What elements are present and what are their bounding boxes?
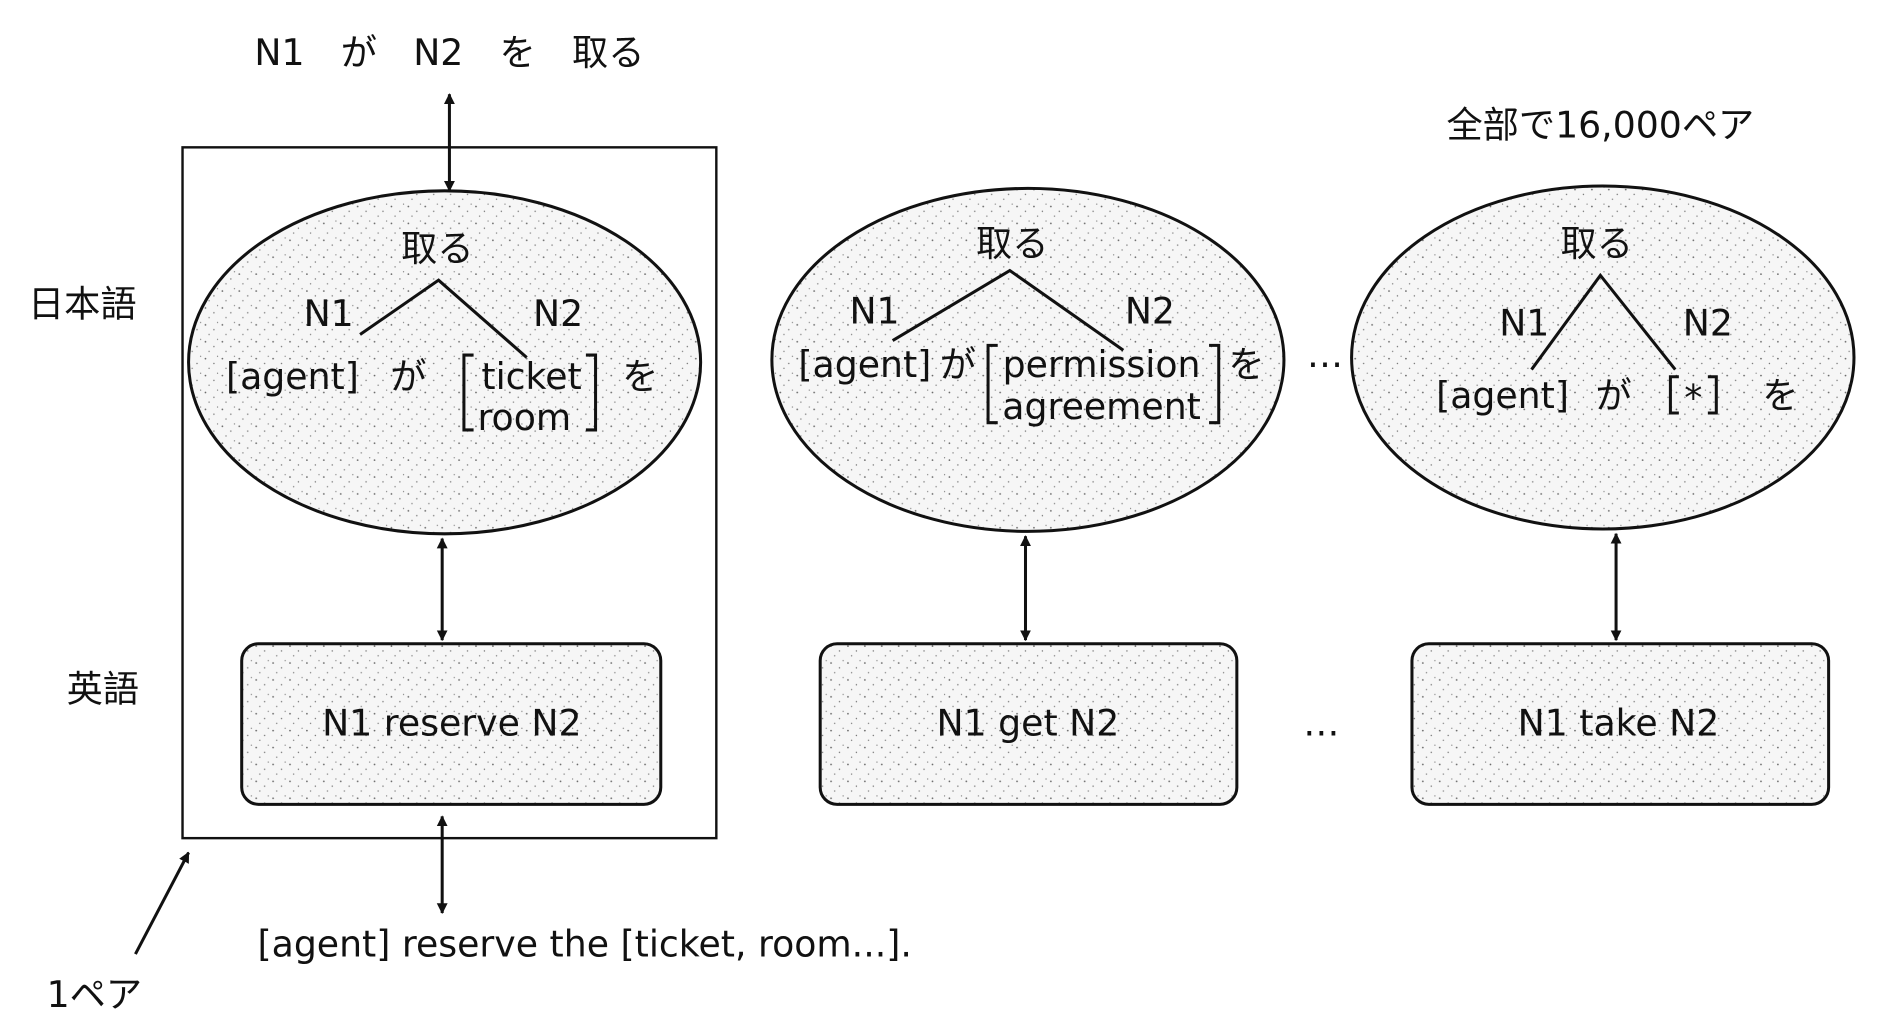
agent-slot: [agent] [226,355,359,398]
particle-o: を [1762,374,1798,417]
pair-1: 取る N1 N2 [agent] が ticket room を N1 rese… [187,189,703,806]
particle-ga: が [1596,374,1632,417]
n2-filler-2: agreement [1002,385,1201,428]
filler-bracket-right [1209,343,1221,425]
pair-3: 取る N1 N2 [agent] が * を N1 take N2 [1350,184,1856,806]
row-label-japanese: 日本語 [28,282,137,325]
filler-bracket-left [462,353,474,432]
n2-filler-1: permission [1003,343,1201,386]
particle-o: を [1228,343,1264,386]
english-pattern-box [818,642,1239,806]
one-pair-pointer-arrow [134,851,190,955]
tree-branches [891,268,1125,352]
n2-filler-1: * [1684,377,1702,420]
filler-bracket-left [1668,375,1679,415]
filler-bracket-right [1707,375,1718,415]
filler-bracket-right [585,353,598,432]
example-sentence: [agent] reserve the [ticket, room...]. [257,922,911,965]
ellipsis-lower: … [1303,701,1339,744]
japanese-pattern-ellipse [770,186,1286,533]
total-pairs-note: 全部で16,000ペア [1446,104,1754,147]
particle-o: を [622,355,658,398]
n1-label: N1 [849,290,899,333]
tree-branches [359,278,528,359]
n1-label: N1 [304,292,354,335]
agent-slot: [agent] [1436,374,1569,417]
n2-filler-2: room [477,396,571,439]
japanese-pattern-ellipse [187,189,703,536]
pair-2: 取る N1 N2 [agent] が permission agreement … [770,186,1286,806]
agent-slot: [agent] [798,343,931,386]
n2-label: N2 [1683,302,1733,345]
n2-label: N2 [1125,290,1175,333]
particle-ga: が [390,355,426,398]
tree-branches [1530,272,1677,371]
jp-head-verb: 取る [976,222,1048,265]
particle-ga: が [940,343,976,386]
n1-label: N1 [1499,302,1549,345]
jp-head-verb: 取る [401,227,473,270]
jp-head-verb: 取る [1561,222,1633,265]
n2-label: N2 [533,292,583,335]
english-pattern-box [1410,642,1831,806]
row-label-english: 英語 [67,668,139,711]
ellipsis-upper: … [1307,333,1343,376]
english-pattern: N1 get N2 [937,701,1120,744]
japanese-pattern-ellipse [1350,184,1856,531]
n2-filler-1: ticket [481,355,581,398]
english-pattern: N1 reserve N2 [322,701,581,744]
english-pattern-box [240,642,663,806]
top-pattern: N1 が N2 を 取る [254,31,644,74]
filler-bracket-left [986,343,998,425]
english-pattern: N1 take N2 [1518,701,1720,744]
one-pair-label: 1ペア [47,973,142,1016]
